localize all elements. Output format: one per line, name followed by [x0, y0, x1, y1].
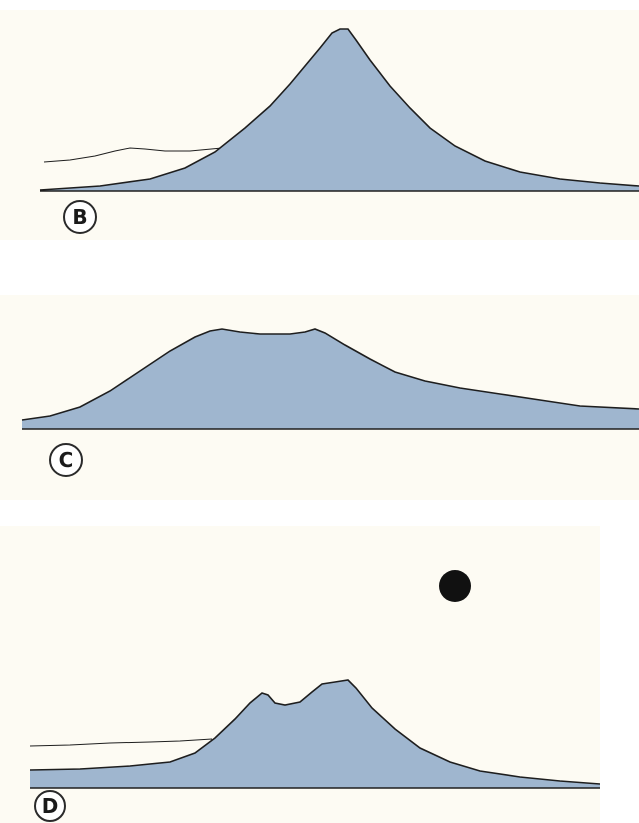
background-ridge-d [30, 739, 212, 746]
mountain-fill-c [22, 329, 639, 429]
profile-c [0, 295, 639, 500]
background-ridge-b [44, 148, 222, 162]
label-badge-b: B [63, 200, 97, 234]
mountain-fill-b [40, 29, 639, 191]
profile-d [0, 526, 600, 823]
label-b-text: B [72, 205, 87, 229]
panel-c: C [0, 295, 639, 500]
mountain-fill-d [30, 680, 600, 788]
black-dot [439, 570, 471, 602]
label-badge-c: C [49, 443, 83, 477]
label-badge-d: D [34, 790, 66, 822]
label-d-text: D [42, 794, 59, 818]
label-c-text: C [59, 448, 74, 472]
panel-b: B [0, 10, 639, 240]
panel-d: D [0, 526, 600, 823]
profile-b [0, 10, 639, 240]
